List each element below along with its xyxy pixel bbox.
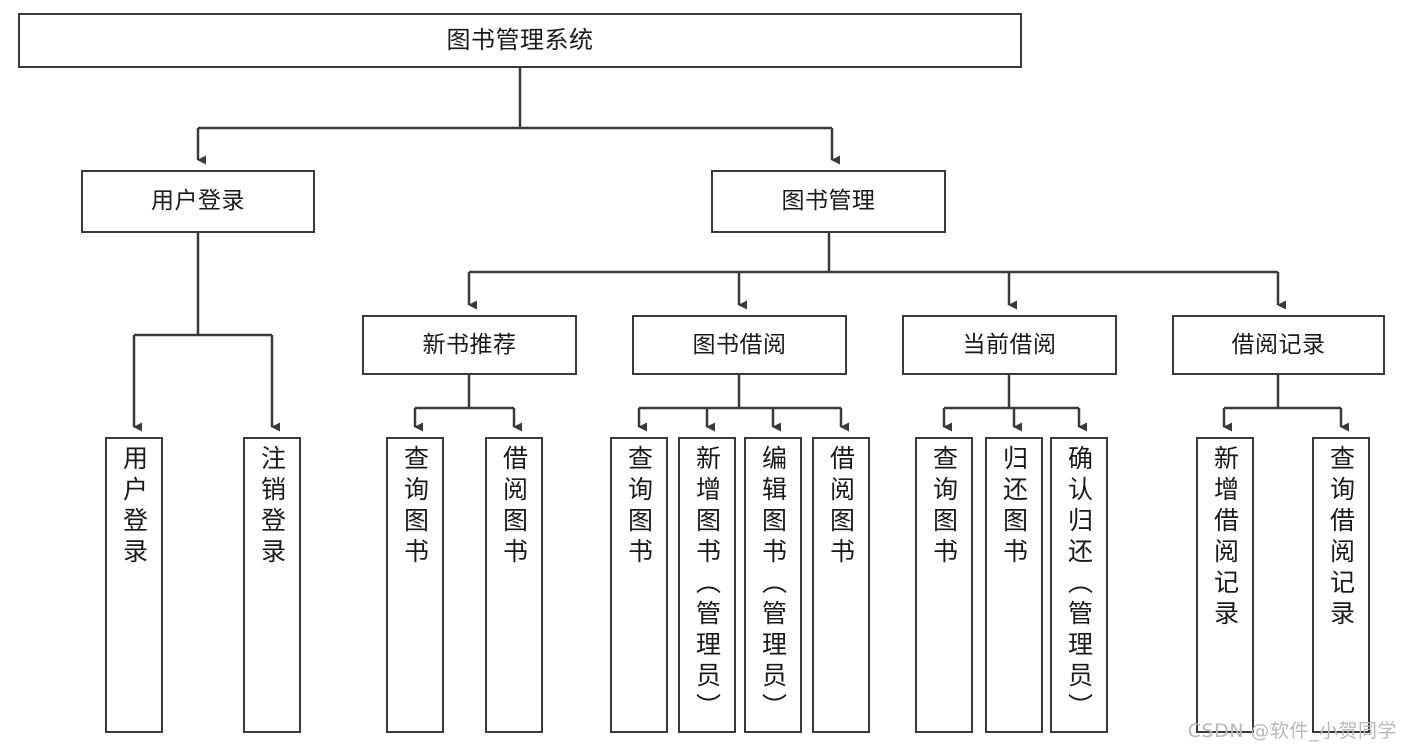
- leaf-book-borrow-edit-label: 编辑图书（管理员）: [758, 445, 788, 724]
- leaf-user-login-login-label: 用户登录: [119, 445, 149, 569]
- leaf-book-borrow-edit[interactable]: 编辑图书（管理员）: [744, 437, 802, 733]
- node-book-borrow[interactable]: 图书借阅: [632, 315, 847, 375]
- csdn-watermark: CSDN @软件_小贺同学: [1187, 720, 1397, 742]
- leaf-new-book-borrow[interactable]: 借阅图书: [485, 437, 543, 733]
- node-book-management[interactable]: 图书管理: [711, 170, 946, 233]
- leaf-borrow-record-query-label: 查询借阅记录: [1326, 445, 1356, 631]
- node-new-book-recommend-label: 新书推荐: [422, 331, 517, 358]
- node-borrow-record-label: 借阅记录: [1231, 331, 1326, 358]
- leaf-book-borrow-query[interactable]: 查询图书: [610, 437, 668, 733]
- leaf-current-borrow-query[interactable]: 查询图书: [915, 437, 973, 733]
- node-root-label: 图书管理系统: [446, 25, 594, 54]
- leaf-book-borrow-add[interactable]: 新增图书（管理员）: [678, 437, 736, 733]
- node-current-borrow[interactable]: 当前借阅: [902, 315, 1117, 375]
- leaf-borrow-record-add-label: 新增借阅记录: [1210, 445, 1240, 631]
- node-root[interactable]: 图书管理系统: [18, 13, 1022, 68]
- leaf-current-borrow-return-label: 归还图书: [999, 445, 1029, 569]
- leaf-book-borrow-query-label: 查询图书: [624, 445, 654, 569]
- node-new-book-recommend[interactable]: 新书推荐: [362, 315, 577, 375]
- leaf-book-borrow-borrow[interactable]: 借阅图书: [812, 437, 870, 733]
- node-book-management-label: 图书管理: [781, 188, 876, 215]
- leaf-borrow-record-add[interactable]: 新增借阅记录: [1196, 437, 1254, 733]
- node-book-borrow-label: 图书借阅: [692, 331, 787, 358]
- leaf-new-book-query-label: 查询图书: [400, 445, 430, 569]
- leaf-current-borrow-query-label: 查询图书: [929, 445, 959, 569]
- leaf-user-login-login[interactable]: 用户登录: [105, 437, 163, 733]
- leaf-new-book-borrow-label: 借阅图书: [499, 445, 529, 569]
- leaf-book-borrow-borrow-label: 借阅图书: [826, 445, 856, 569]
- leaf-borrow-record-query[interactable]: 查询借阅记录: [1312, 437, 1370, 733]
- leaf-current-borrow-return[interactable]: 归还图书: [985, 437, 1043, 733]
- leaf-current-borrow-confirm[interactable]: 确认归还（管理员）: [1050, 437, 1108, 733]
- node-user-login-label: 用户登录: [151, 188, 245, 215]
- leaf-current-borrow-confirm-label: 确认归还（管理员）: [1064, 445, 1094, 724]
- leaf-book-borrow-add-label: 新增图书（管理员）: [692, 445, 722, 724]
- node-current-borrow-label: 当前借阅: [962, 331, 1057, 358]
- node-borrow-record[interactable]: 借阅记录: [1172, 315, 1385, 375]
- leaf-user-login-logout-label: 注销登录: [257, 445, 287, 569]
- node-user-login[interactable]: 用户登录: [81, 170, 315, 233]
- leaf-new-book-query[interactable]: 查询图书: [386, 437, 444, 733]
- leaf-user-login-logout[interactable]: 注销登录: [243, 437, 301, 733]
